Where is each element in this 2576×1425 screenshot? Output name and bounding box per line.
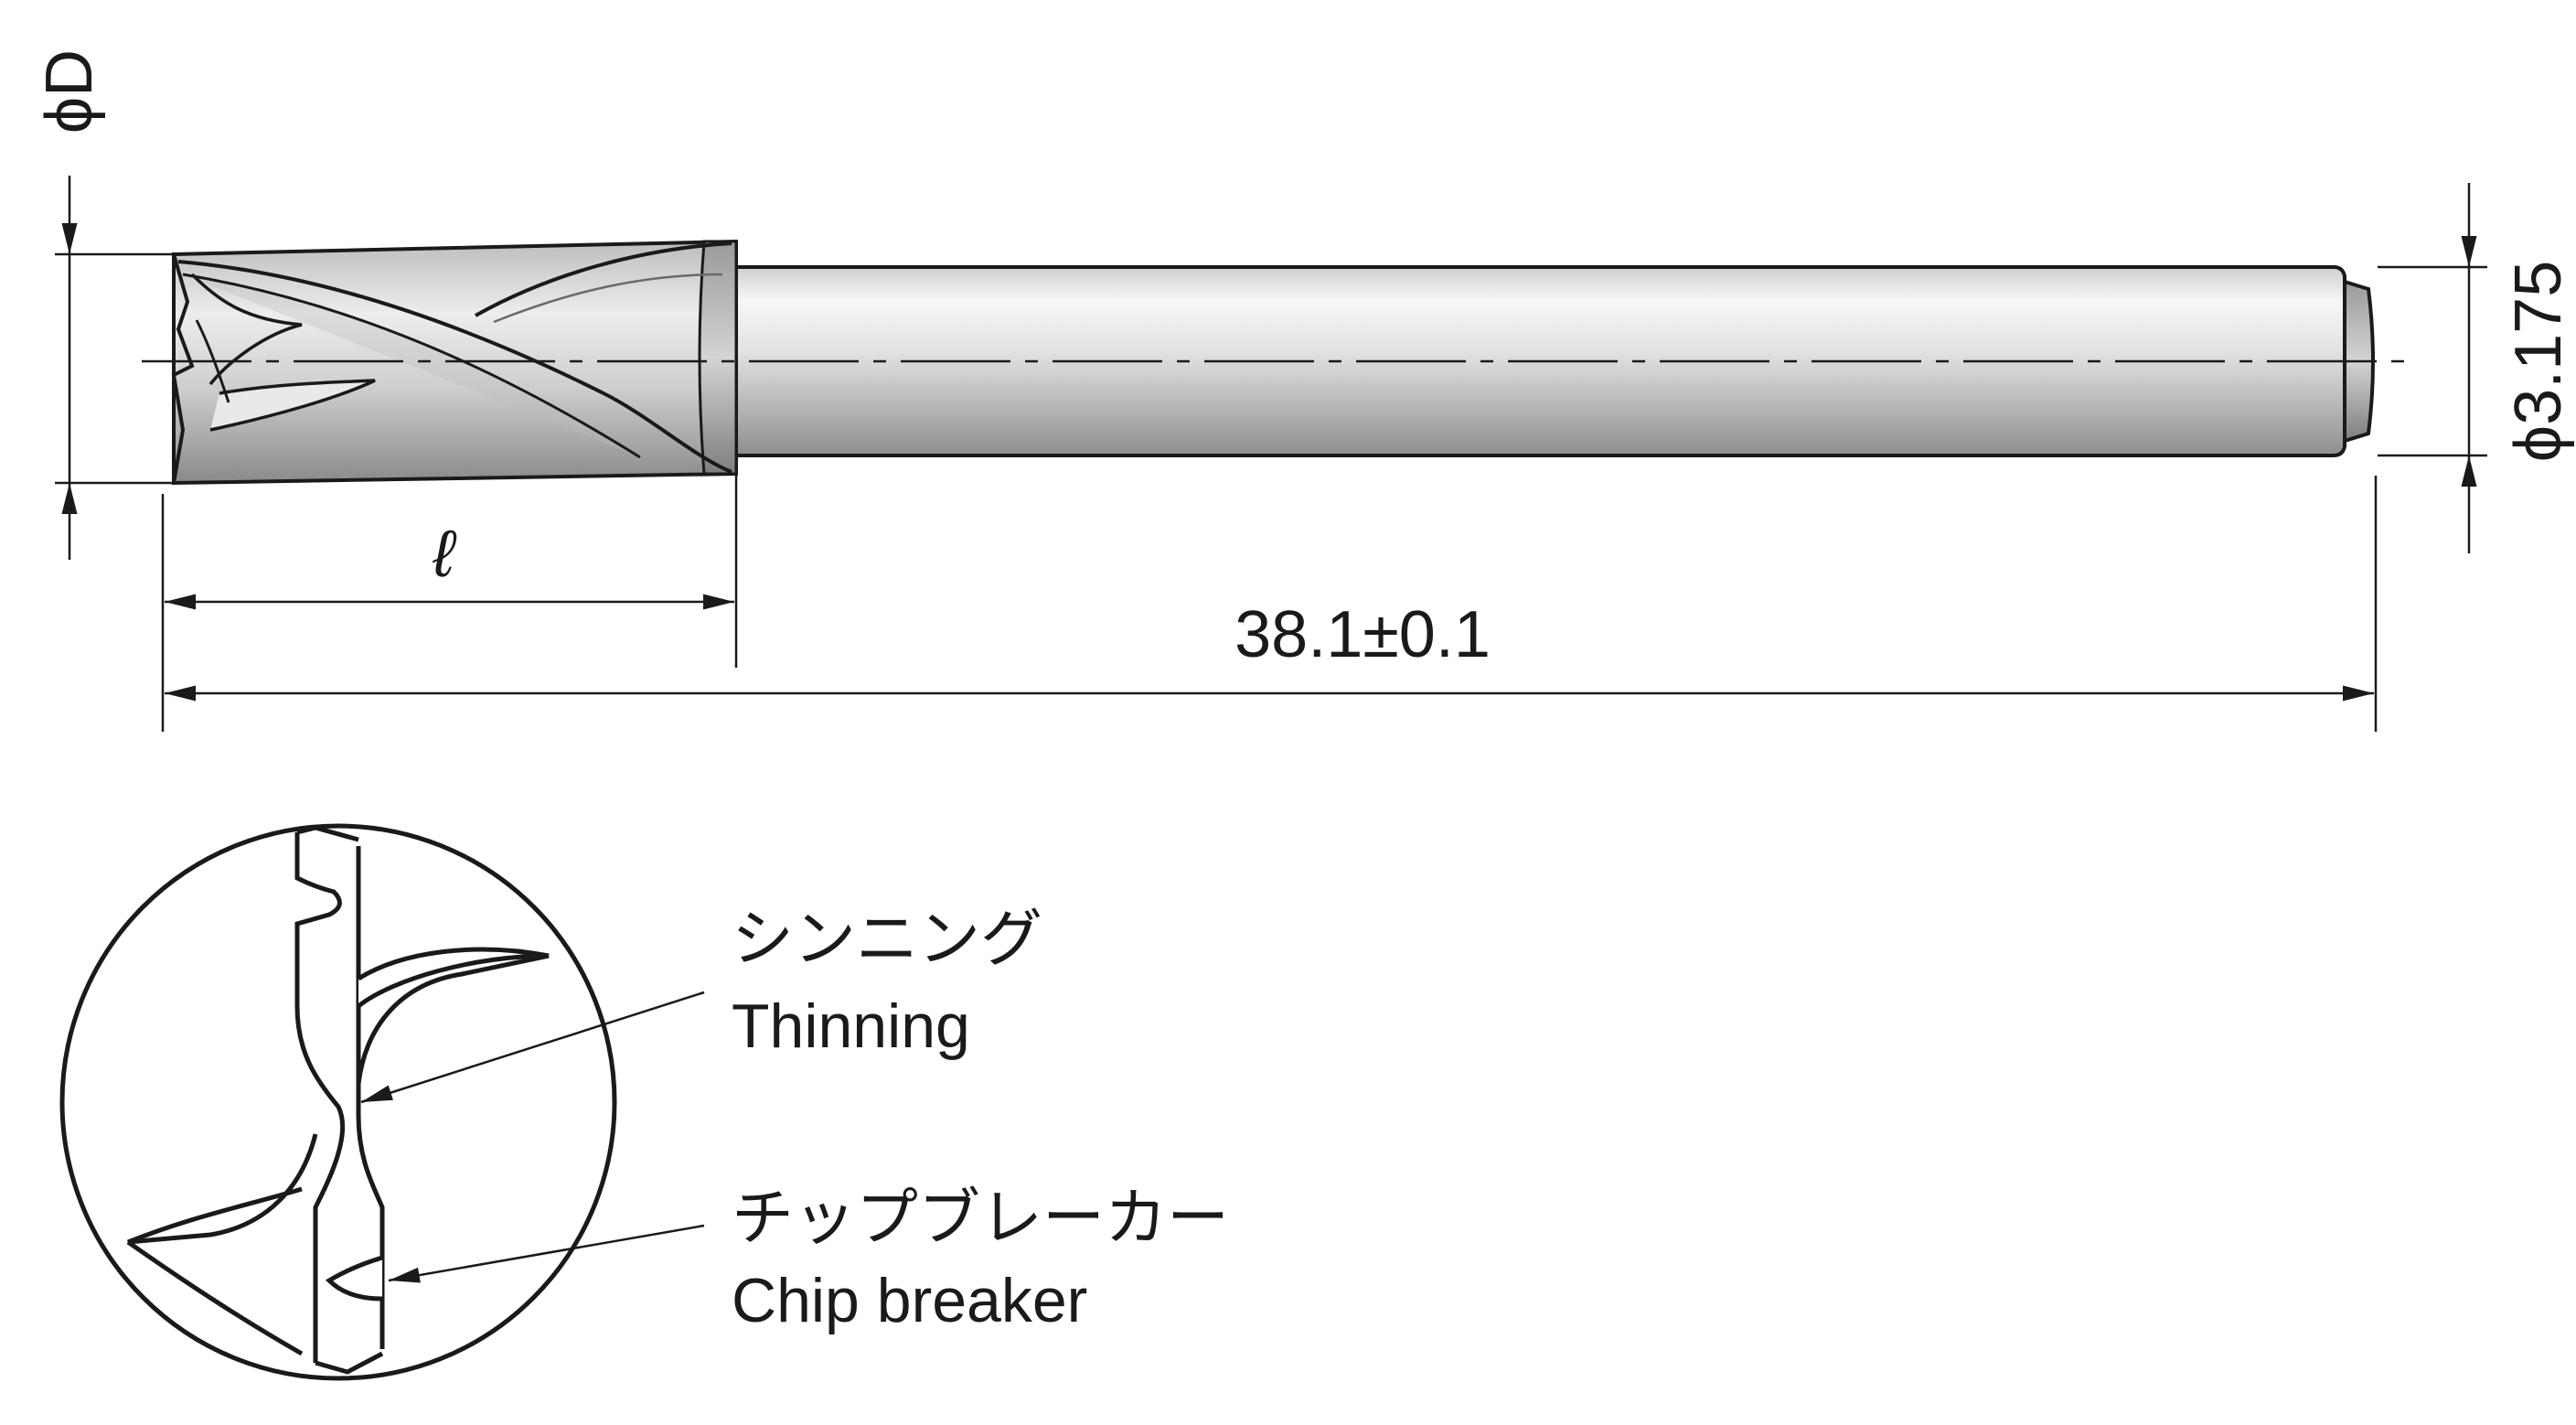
helix-groove-2 bbox=[182, 273, 641, 459]
callout-chip-breaker: チップブレーカー Chip breaker bbox=[388, 1183, 1229, 1335]
helix-groove-3 bbox=[475, 241, 732, 317]
dimension-phi-d: ϕD bbox=[33, 49, 174, 560]
chip-breaker-notch bbox=[325, 1255, 383, 1302]
web-right-edge bbox=[356, 846, 385, 1349]
flute-collar bbox=[698, 240, 738, 476]
chip-breaker-label-jp: チップブレーカー bbox=[732, 1183, 1229, 1255]
web-top-notch bbox=[296, 825, 359, 842]
helix-groove-5 bbox=[209, 379, 376, 432]
tip-cutting-edge bbox=[190, 273, 303, 386]
upper-flute-arc bbox=[356, 953, 550, 1085]
lower-flute-line bbox=[126, 1239, 304, 1356]
drill-tip bbox=[171, 253, 195, 484]
drill-end-view bbox=[59, 823, 617, 1381]
chip-breaker-label-en: Chip breaker bbox=[732, 1266, 1087, 1335]
overall-length-label: 38.1±0.1 bbox=[1235, 598, 1491, 671]
phi-d-label: ϕD bbox=[33, 49, 106, 134]
web-bottom-notch bbox=[315, 1351, 384, 1375]
thinning-label-jp: シンニング bbox=[732, 904, 1042, 976]
shank-diameter-label: ϕ3.175 bbox=[2502, 261, 2575, 463]
dimension-flute-length: ℓ bbox=[161, 476, 738, 732]
dimension-overall-length: 38.1±0.1 bbox=[165, 476, 2378, 732]
dimension-shank-diameter: ϕ3.175 bbox=[2378, 183, 2575, 553]
web-left-edge bbox=[294, 832, 346, 1363]
flute-length-label: ℓ bbox=[432, 518, 456, 591]
helix-groove-4 bbox=[493, 273, 723, 324]
callout-thinning: シンニング Thinning bbox=[360, 904, 1042, 1104]
thinning-label-en: Thinning bbox=[732, 991, 970, 1061]
